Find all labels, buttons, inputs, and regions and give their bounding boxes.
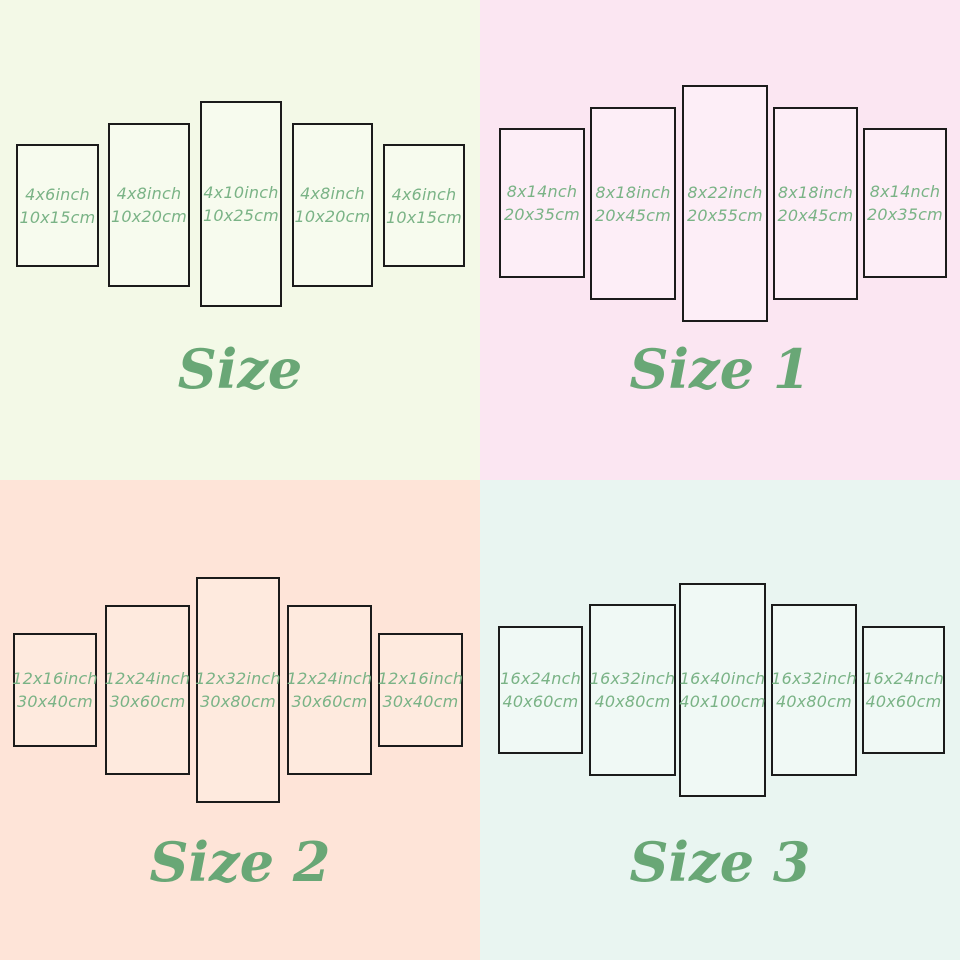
panel-inch-size: 12x32inch — [195, 669, 281, 688]
canvas-panel-5: 8x14nch 20x35cm — [863, 128, 947, 278]
canvas-panel-5: 12x16inch 30x40cm — [378, 633, 463, 747]
size-chart-quadrant-size-1: 8x14nch 20x35cm 8x18inch 20x45cm 8x22inc… — [480, 0, 960, 480]
panel-inch-size: 12x24inch — [104, 669, 191, 688]
panel-cm-size: 20x35cm — [504, 205, 580, 224]
canvas-panel-1: 4x6inch 10x15cm — [16, 144, 99, 267]
canvas-panel-2: 16x32inch 40x80cm — [589, 604, 676, 776]
panel-cm-size: 40x100cm — [679, 692, 766, 711]
panel-cm-size: 20x55cm — [687, 205, 763, 225]
quadrant-title: Size 2 — [149, 830, 331, 894]
size-chart-quadrant-size: 4x6inch 10x15cm 4x8inch 10x20cm 4x10inch… — [0, 0, 480, 480]
canvas-panel-1: 8x14nch 20x35cm — [499, 128, 585, 278]
canvas-panel-1: 12x16inch 30x40cm — [12, 633, 98, 747]
panel-inch-size: 12x24inch — [286, 669, 373, 688]
panel-inch-size: 8x14nch — [869, 182, 941, 201]
panel-inch-size: 8x18inch — [595, 182, 671, 202]
panel-inch-size: 16x24nch — [500, 669, 581, 688]
panel-inch-size: 16x24nch — [863, 669, 944, 688]
quadrant-title: Size 3 — [629, 830, 811, 894]
panel-cm-size: 10x15cm — [386, 207, 462, 227]
panel-cm-size: 10x20cm — [294, 207, 371, 226]
panel-cm-size: 10x25cm — [203, 206, 279, 225]
panel-cm-size: 30x40cm — [17, 692, 93, 711]
panel-cm-size: 30x60cm — [109, 692, 186, 711]
size-chart-quadrant-size-2: 12x16inch 30x40cm 12x24inch 30x60cm 12x3… — [0, 480, 480, 960]
panel-cm-size: 20x45cm — [595, 205, 671, 225]
panel-cm-size: 40x80cm — [594, 692, 671, 711]
panel-cm-size: 40x80cm — [776, 692, 852, 711]
size-chart-quadrant-size-3: 16x24nch 40x60cm 16x32inch 40x80cm 16x40… — [480, 480, 960, 960]
panel-cm-size: 30x80cm — [200, 692, 276, 711]
panel-cm-size: 30x40cm — [382, 692, 459, 711]
panel-cm-size: 20x35cm — [867, 205, 943, 224]
panel-inch-size: 4x8inch — [300, 184, 365, 203]
panel-inch-size: 4x6inch — [25, 184, 90, 204]
canvas-panel-2: 12x24inch 30x60cm — [105, 605, 190, 775]
panel-inch-size: 8x14nch — [506, 182, 578, 201]
quadrant-title: Size — [177, 337, 303, 401]
panel-inch-size: 4x8inch — [116, 184, 182, 203]
panel-cm-size: 40x60cm — [502, 692, 579, 711]
canvas-panel-3: 8x22inch 20x55cm — [682, 85, 768, 322]
panel-inch-size: 12x16inch — [377, 669, 464, 688]
panel-inch-size: 16x40inch — [679, 669, 766, 688]
panel-inch-size: 8x18inch — [777, 182, 854, 202]
panel-cm-size: 30x60cm — [291, 692, 368, 711]
panel-inch-size: 4x10inch — [203, 183, 279, 202]
canvas-panel-4: 12x24inch 30x60cm — [287, 605, 372, 775]
panel-inch-size: 4x6inch — [391, 184, 457, 204]
canvas-panel-3: 4x10inch 10x25cm — [200, 101, 282, 307]
panel-inch-size: 8x22inch — [687, 182, 763, 202]
canvas-panel-4: 8x18inch 20x45cm — [773, 107, 858, 300]
canvas-panel-1: 16x24nch 40x60cm — [498, 626, 583, 754]
canvas-panel-5: 4x6inch 10x15cm — [383, 144, 465, 267]
panel-inch-size: 12x16inch — [12, 669, 98, 688]
panel-cm-size: 40x60cm — [865, 692, 942, 711]
canvas-panel-2: 4x8inch 10x20cm — [108, 123, 190, 287]
canvas-panel-2: 8x18inch 20x45cm — [590, 107, 676, 300]
canvas-panel-4: 4x8inch 10x20cm — [292, 123, 373, 287]
canvas-panel-3: 16x40inch 40x100cm — [679, 583, 766, 797]
panel-cm-size: 20x45cm — [777, 205, 854, 225]
panel-cm-size: 10x20cm — [111, 207, 187, 226]
canvas-panel-5: 16x24nch 40x60cm — [862, 626, 945, 754]
panel-inch-size: 16x32inch — [771, 669, 857, 688]
canvas-panel-4: 16x32inch 40x80cm — [771, 604, 857, 776]
panel-cm-size: 10x15cm — [19, 207, 96, 227]
quadrant-title: Size 1 — [629, 337, 811, 401]
panel-inch-size: 16x32inch — [589, 669, 676, 688]
canvas-panel-3: 12x32inch 30x80cm — [195, 577, 281, 803]
